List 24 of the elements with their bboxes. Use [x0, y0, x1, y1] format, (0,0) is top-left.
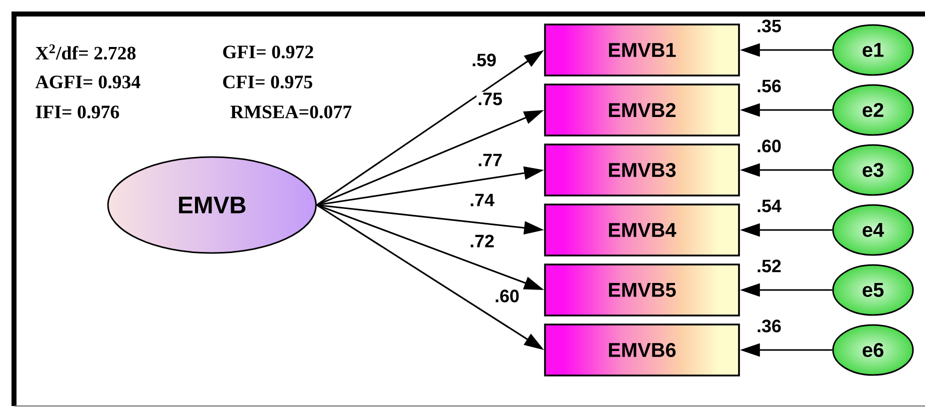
edge-label: .75	[476, 92, 504, 106]
edge-label: .77	[476, 152, 504, 168]
fit-statistic: AGFI= 0.934	[35, 76, 140, 88]
indicator-box: EMVB3	[544, 144, 740, 196]
indicator-box: EMVB6	[544, 324, 740, 376]
fit-statistic: IFI= 0.976	[36, 106, 120, 118]
loading-value: .36	[758, 320, 781, 332]
fit-statistic: CFI= 0.975	[223, 76, 312, 88]
loading-value: .52	[758, 260, 781, 272]
fit-statistic: GFI= 0.972	[223, 46, 314, 58]
loading-value: .60	[758, 140, 781, 152]
fit-statistic: X$^{2}$/df= 2.728	[36, 44, 136, 60]
indicator-box: EMVB4	[544, 204, 740, 256]
fit-statistic: RMSEA=0.077	[230, 106, 352, 118]
loading-value: .56	[758, 80, 781, 92]
edge-label: .74	[468, 192, 496, 208]
edge-label: .72	[468, 234, 496, 248]
edge-label: .59	[470, 52, 498, 68]
loading-value: .54	[758, 200, 782, 212]
indicator-box: EMVB2	[544, 84, 740, 136]
loading-value: .35	[758, 20, 781, 32]
edge-label: .60	[494, 288, 520, 304]
indicator-box: EMVB1	[544, 24, 740, 76]
indicator-box: EMVB5	[544, 264, 740, 316]
